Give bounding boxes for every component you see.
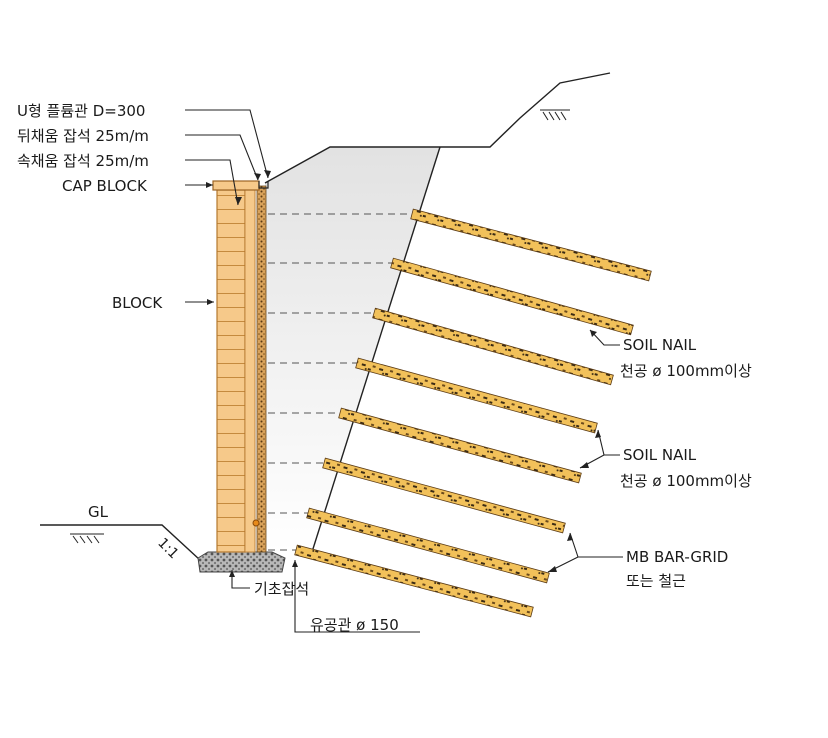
block-wall	[216, 189, 246, 553]
soil-nail	[390, 257, 634, 336]
label-inner-fill: 속채움 잡석 25m/m	[17, 152, 149, 170]
label-gl: GL	[88, 503, 109, 521]
soil-mass	[265, 147, 440, 552]
label-u-flume: U형 플륨관 D=300	[17, 102, 145, 120]
label-cap-block: CAP BLOCK	[62, 177, 148, 195]
soil-nail	[322, 457, 566, 534]
label-soil-nail-1: SOIL NAIL	[623, 336, 697, 354]
label-soil-nail-2-spec: 천공 ø 100mm이상	[620, 472, 752, 490]
label-block: BLOCK	[112, 294, 163, 312]
back-fill-gravel	[256, 185, 267, 553]
label-drain-pipe: 유공관 ø 150	[310, 616, 399, 634]
cap-block	[212, 180, 260, 191]
ground-hatch-top-right	[540, 109, 570, 121]
soil-nail	[372, 307, 614, 386]
soil-nail	[410, 208, 652, 282]
label-mb-bar-grid-2: 또는 철근	[626, 572, 686, 590]
label-soil-nail-1-spec: 천공 ø 100mm이상	[620, 362, 752, 380]
ground-hatch-left	[70, 533, 104, 544]
ground-line-top	[264, 72, 611, 184]
label-soil-nail-2: SOIL NAIL	[623, 446, 697, 464]
leader-arrows	[206, 170, 601, 577]
soil-nail	[355, 357, 598, 434]
soil-nail	[338, 407, 582, 484]
u-flume	[258, 181, 269, 189]
label-mb-bar-grid: MB BAR-GRID	[626, 548, 728, 566]
drain-pipe	[252, 519, 260, 527]
label-foundation: 기초잡석	[254, 580, 309, 598]
soil-nail	[306, 507, 550, 584]
foundation-gravel	[197, 551, 286, 573]
soil-nail	[294, 544, 534, 618]
block-wall-inner	[244, 189, 256, 553]
ground-level-line	[40, 524, 201, 561]
label-back-fill: 뒤채움 잡석 25m/m	[17, 127, 149, 145]
soil-nails	[268, 208, 652, 618]
